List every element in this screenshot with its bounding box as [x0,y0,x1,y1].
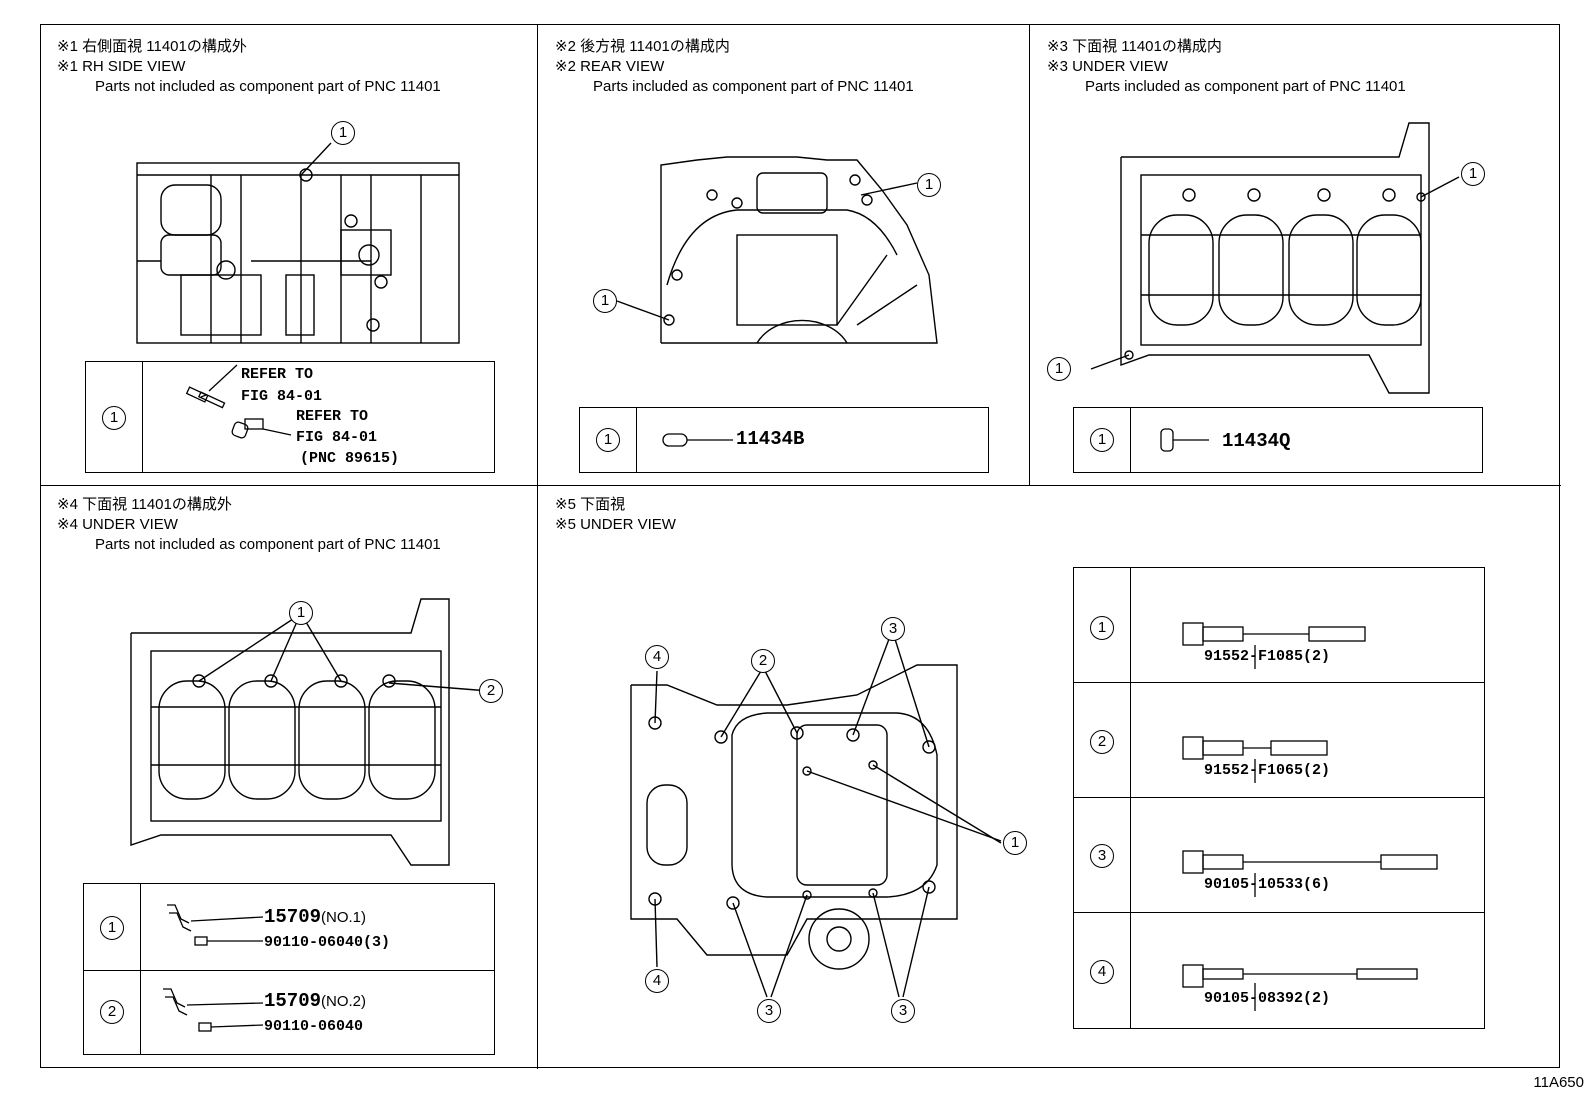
panel-title-jp: ※2 後方視 11401の構成内 [555,38,730,55]
part-number: 15709(NO.2) [264,990,367,1012]
legend-callout-1: 1 [596,428,620,452]
panel-title-en: ※5 UNDER VIEW [555,516,676,533]
panel-note: Parts not included as component part of … [95,536,441,553]
refer-to-label: REFER TO [296,408,369,425]
panel-under-view-5: ※5 下面視 ※5 UNDER VIEW [537,485,1561,1069]
legend-callout-3: 3 [1090,844,1114,868]
callout-1: 1 [289,601,313,625]
under-view-drawing [1090,122,1460,452]
callout-1: 1 [917,173,941,197]
divider [1029,25,1030,485]
legend-callout-1: 1 [1090,428,1114,452]
pnc-label: (PNC 89615) [300,450,400,467]
refer-fig-label: FIG 84-01 [241,388,323,405]
callout-1: 1 [1047,357,1071,381]
panel-title-jp: ※4 下面視 11401の構成外 [57,496,232,513]
parts-legend: 1 11434Q [1073,407,1483,473]
callout-2: 2 [479,679,503,703]
refer-to-label: REFER TO [241,366,314,383]
callout-4: 4 [645,969,669,993]
bolt-part-number: 90105-08392(2) [1204,990,1331,1007]
callout-1: 1 [1003,831,1027,855]
callout-3: 3 [881,617,905,641]
part-number: 11434B [736,428,805,450]
panel-title-en: ※1 RH SIDE VIEW [57,58,186,75]
panel-rear-view: ※2 後方視 11401の構成内 ※2 REAR VIEW Parts incl… [537,25,1029,485]
parts-legend: 1 11434B [579,407,989,473]
divider [537,25,538,1069]
panel-rh-side-view: ※1 右側面視 11401の構成外 ※1 RH SIDE VIEW Parts … [41,25,537,485]
panel-title-jp: ※3 下面視 11401の構成内 [1047,38,1222,55]
callout-4: 4 [645,645,669,669]
panel-note: Parts included as component part of PNC … [1085,78,1406,95]
under-view-drawing [130,598,490,1032]
parts-legend: 1 15709(NO.1) 90110-06040(3) 2 15709(NO.… [83,883,495,1055]
part-number: 11434Q [1222,430,1291,452]
callout-3: 3 [757,999,781,1023]
callout-1: 1 [331,121,355,145]
bolt-part-number: 90105-10533(6) [1204,876,1331,893]
panel-title-jp: ※1 右側面視 11401の構成外 [57,38,247,55]
callout-2: 2 [751,649,775,673]
panel-under-view-4: ※4 下面視 11401の構成外 ※4 UNDER VIEW Parts not… [41,485,537,1069]
panel-title-en: ※3 UNDER VIEW [1047,58,1168,75]
legend-callout-1: 1 [102,406,126,430]
bolt-part-number: 90110-06040(3) [264,934,391,951]
callout-1: 1 [1461,162,1485,186]
rh-side-view-drawing [136,142,460,439]
legend-callout-2: 2 [1090,730,1114,754]
part-number: 15709(NO.1) [264,906,367,928]
callout-1: 1 [593,289,617,313]
divider [41,485,1561,486]
legend-callout-1: 1 [1090,616,1114,640]
bolt-part-number: 90110-06040 [264,1018,364,1035]
panel-under-view-3: ※3 下面視 11401の構成内 ※3 UNDER VIEW Parts inc… [1029,25,1561,485]
refer-fig-label: FIG 84-01 [296,429,378,446]
panel-title-en: ※2 REAR VIEW [555,58,665,75]
callout-3: 3 [891,999,915,1023]
under-view-drawing [630,622,1438,1011]
bolt-part-number: 91552-F1085(2) [1204,648,1331,665]
legend-callout-1: 1 [100,916,124,940]
panel-note: Parts included as component part of PNC … [593,78,914,95]
rear-view-drawing [616,156,938,447]
diagram-frame: ※1 右側面視 11401の構成外 ※1 RH SIDE VIEW Parts … [40,24,1561,1069]
panel-title-en: ※4 UNDER VIEW [57,516,178,533]
legend-callout-4: 4 [1090,960,1114,984]
figure-code: 11A650 [1533,1074,1584,1091]
bolt-part-number: 91552-F1065(2) [1204,762,1331,779]
legend-callout-2: 2 [100,1000,124,1024]
panel-title-jp: ※5 下面視 [555,496,626,513]
parts-legend: 1 91552-F1085(2) 2 91552-F1065(2) 3 9010… [1073,567,1485,1029]
panel-note: Parts not included as component part of … [95,78,441,95]
parts-legend: 1 REFER TO FIG 84-01 REFER TO FIG 84-01 … [85,361,495,473]
